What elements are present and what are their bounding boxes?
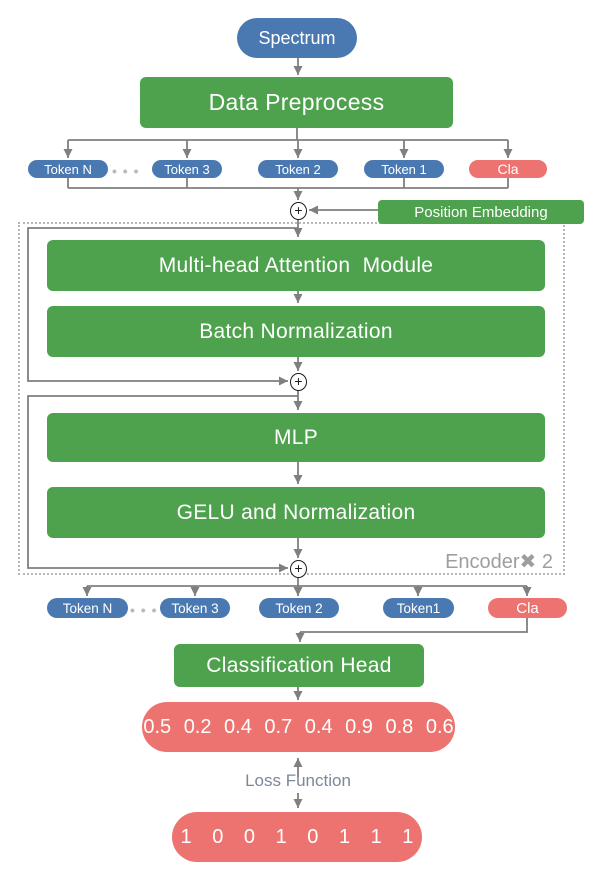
plus-circle-icon: +: [290, 560, 307, 578]
cla-bottom-pill: Cla: [488, 598, 567, 618]
ellipsis-icon: • • •: [130, 602, 158, 618]
cla-top-pill: Cla: [469, 160, 547, 178]
token-2-top-pill: Token 2: [258, 160, 338, 178]
encoder-repeat-label: Encoder✖ 2: [445, 551, 553, 573]
plus-circle-icon: +: [290, 373, 307, 391]
token-1-top-pill: Token 1: [364, 160, 444, 178]
ellipsis-icon: • • •: [112, 163, 140, 179]
token-3-top-pill: Token 3: [152, 160, 222, 178]
target-labels-pill: 1 0 0 1 0 1 1 1: [172, 812, 422, 862]
token-2-bottom-pill: Token 2: [259, 598, 339, 618]
plus-circle-icon: +: [290, 202, 307, 220]
gelu-normalization-node: GELU and Normalization: [47, 487, 545, 538]
position-embedding-node: Position Embedding: [378, 200, 584, 224]
batch-normalization-node: Batch Normalization: [47, 306, 545, 357]
spectrum-node: Spectrum: [237, 18, 357, 58]
token-n-bottom-pill: Token N: [47, 598, 128, 618]
loss-function-label: Loss Function: [245, 771, 351, 790]
classification-head-node: Classification Head: [174, 644, 424, 687]
multi-head-attention-node: Multi-head Attention Module: [47, 240, 545, 291]
data-preprocess-node: Data Preprocess: [140, 77, 453, 128]
token-1-bottom-pill: Token1: [383, 598, 454, 618]
probabilities-pill: 0.5 0.2 0.4 0.7 0.4 0.9 0.8 0.6: [142, 702, 455, 752]
mlp-node: MLP: [47, 413, 545, 462]
token-n-top-pill: Token N: [28, 160, 108, 178]
token-3-bottom-pill: Token 3: [160, 598, 230, 618]
